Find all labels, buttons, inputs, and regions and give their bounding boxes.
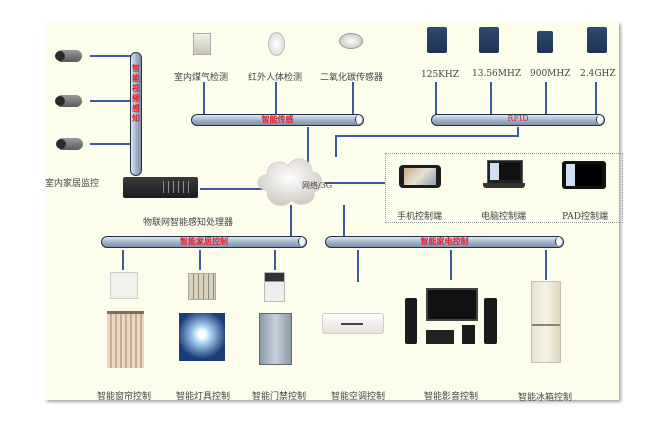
rfid-reader-icon <box>479 27 499 53</box>
video-bus-label: 智能视频感知 <box>132 63 140 123</box>
rfid-reader-icon <box>587 27 607 53</box>
network-cloud-icon <box>257 158 323 206</box>
appliance-control-bus-label: 智能家电控制 <box>420 236 469 246</box>
link-infrared <box>275 82 277 115</box>
link-cloud-appliance <box>343 205 345 238</box>
phone-icon <box>399 165 441 188</box>
link-theater <box>450 250 452 280</box>
link-camera-3 <box>90 143 134 145</box>
terminals-box <box>385 153 623 223</box>
door-icon <box>259 313 292 365</box>
link-rfid-3 <box>545 82 547 115</box>
infrared-sensor-icon <box>268 32 285 56</box>
link-fridge <box>545 250 547 280</box>
appliance-label-ac: 智能空调控制 <box>331 392 386 402</box>
gas-detector-icon <box>193 33 211 55</box>
home-control-bus-label: 智能家居控制 <box>180 236 228 246</box>
subwoofer-icon <box>462 325 475 344</box>
link-door <box>274 250 276 270</box>
terminal-label-pc: 电脑控制端 <box>481 212 527 222</box>
link-camera-1 <box>90 55 134 57</box>
co2-sensor-icon <box>339 33 363 49</box>
link-rfid-2 <box>490 82 492 115</box>
terminal-label-pad: PAD控制端 <box>562 212 608 222</box>
link-rfid-4 <box>595 82 597 115</box>
monitoring-caption: 室内家居监控 <box>45 179 100 189</box>
home-label-curtain: 智能窗帘控制 <box>97 392 152 402</box>
sensor-label-gas: 室内煤气检测 <box>174 73 229 83</box>
rfid-label-13-56mhz: 13.56MHZ <box>472 69 522 79</box>
link-cloud-home <box>290 205 292 238</box>
sensing-bus-label: 智能传感 <box>261 114 294 124</box>
air-conditioner-icon <box>322 313 384 334</box>
appliance-label-fridge: 智能冰箱控制 <box>518 393 573 403</box>
network-label: 网络/3G <box>302 181 333 190</box>
appliance-label-theater: 智能影音控制 <box>424 392 479 402</box>
laptop-icon <box>487 160 523 184</box>
camera-icon <box>55 50 82 62</box>
link-rfid-cloud-h <box>335 135 518 137</box>
sensor-label-infrared: 红外人体检测 <box>248 73 303 83</box>
lamp-icon <box>179 313 225 361</box>
rfid-reader-icon <box>427 27 447 53</box>
curtain-icon <box>107 311 144 368</box>
rfid-label-2-4ghz: 2.4GHZ <box>580 69 616 79</box>
sensor-label-co2: 二氧化碳传感器 <box>320 73 384 83</box>
speaker-right-icon <box>484 298 497 344</box>
video-sensing-bus: 智能视频感知 <box>130 52 142 176</box>
access-keypad-icon <box>264 272 285 302</box>
rfid-bus: RFID <box>431 114 605 126</box>
link-sensing-cloud <box>307 127 309 165</box>
link-gas <box>203 82 205 115</box>
av-receiver-icon <box>426 330 454 344</box>
rfid-label-125khz: 125KHZ <box>421 70 460 80</box>
tv-icon <box>426 288 478 321</box>
rfid-label-900mhz: 900MHZ <box>530 69 571 79</box>
link-cloud-terminals <box>325 182 385 184</box>
camera-icon <box>55 95 82 107</box>
wall-switch-icon <box>110 272 138 299</box>
processor-icon <box>123 177 198 198</box>
rfid-bus-label: RFID <box>507 114 529 123</box>
link-rfid-1 <box>435 82 437 115</box>
terminal-label-phone: 手机控制端 <box>397 212 443 222</box>
laptop-base-icon <box>483 183 525 188</box>
link-processor-cloud <box>200 188 280 190</box>
link-curtain <box>122 250 124 270</box>
link-ac <box>357 250 359 282</box>
home-control-bus: 智能家居控制 <box>101 236 307 248</box>
processor-label: 物联网智能感知处理器 <box>143 218 234 228</box>
home-label-door: 智能门禁控制 <box>252 392 307 402</box>
home-label-lamp: 智能灯具控制 <box>176 392 231 402</box>
camera-icon <box>56 138 83 150</box>
link-rfid-cloud-v1 <box>517 127 519 137</box>
link-rfid-cloud-v2 <box>335 135 337 157</box>
link-co2 <box>352 82 354 115</box>
keypad-icon <box>188 273 216 300</box>
fridge-icon <box>531 281 561 363</box>
rfid-reader-icon <box>537 31 553 53</box>
sensing-bus: 智能传感 <box>191 114 364 126</box>
link-lamp <box>199 250 201 270</box>
link-camera-2 <box>90 100 134 102</box>
speaker-left-icon <box>405 298 417 344</box>
appliance-control-bus: 智能家电控制 <box>325 236 564 248</box>
tablet-icon <box>562 161 606 189</box>
